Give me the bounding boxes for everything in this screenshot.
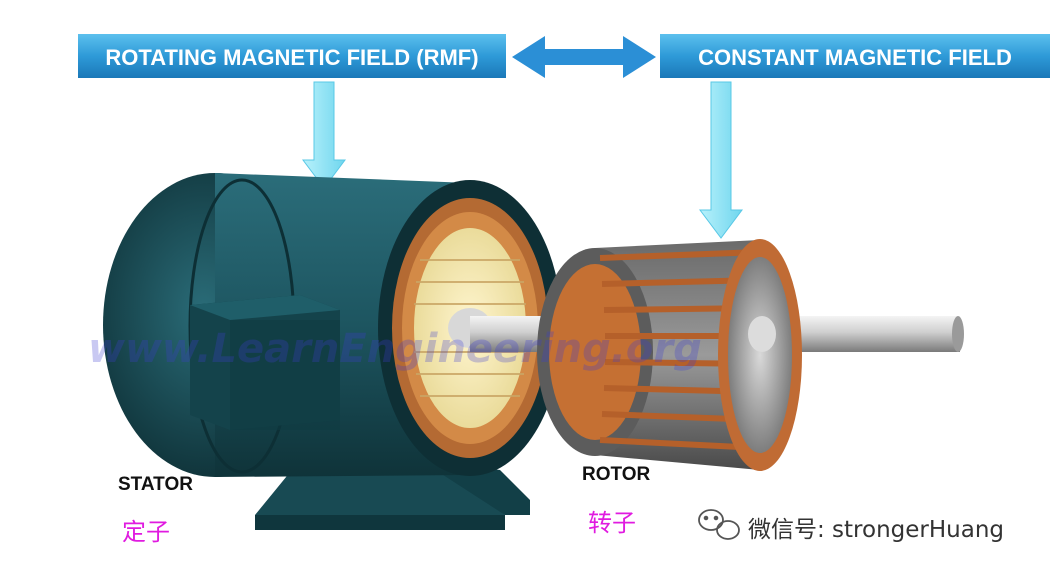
wechat-account-label: 微信号: strongerHuang bbox=[748, 517, 1004, 543]
stator-foot bbox=[255, 460, 505, 530]
wechat-icon bbox=[698, 509, 740, 540]
constant-down-arrow bbox=[699, 81, 743, 239]
rmf-down-arrow bbox=[302, 81, 346, 189]
rotor-label-cn: 转子 bbox=[588, 509, 636, 537]
rmf-banner-label: ROTATING MAGNETIC FIELD (RMF) bbox=[105, 45, 478, 70]
rotor-assembly bbox=[537, 239, 802, 471]
rmf-banner: ROTATING MAGNETIC FIELD (RMF) bbox=[78, 34, 506, 78]
constant-banner: CONSTANT MAGNETIC FIELD bbox=[660, 34, 1050, 78]
stator-label-cn: 定子 bbox=[122, 518, 170, 546]
stator-label: STATOR bbox=[118, 474, 193, 495]
constant-banner-label: CONSTANT MAGNETIC FIELD bbox=[698, 45, 1012, 70]
rotor-label: ROTOR bbox=[582, 464, 651, 485]
watermark: www.LearnEngineering.org bbox=[88, 326, 702, 372]
double-arrow bbox=[512, 36, 656, 78]
